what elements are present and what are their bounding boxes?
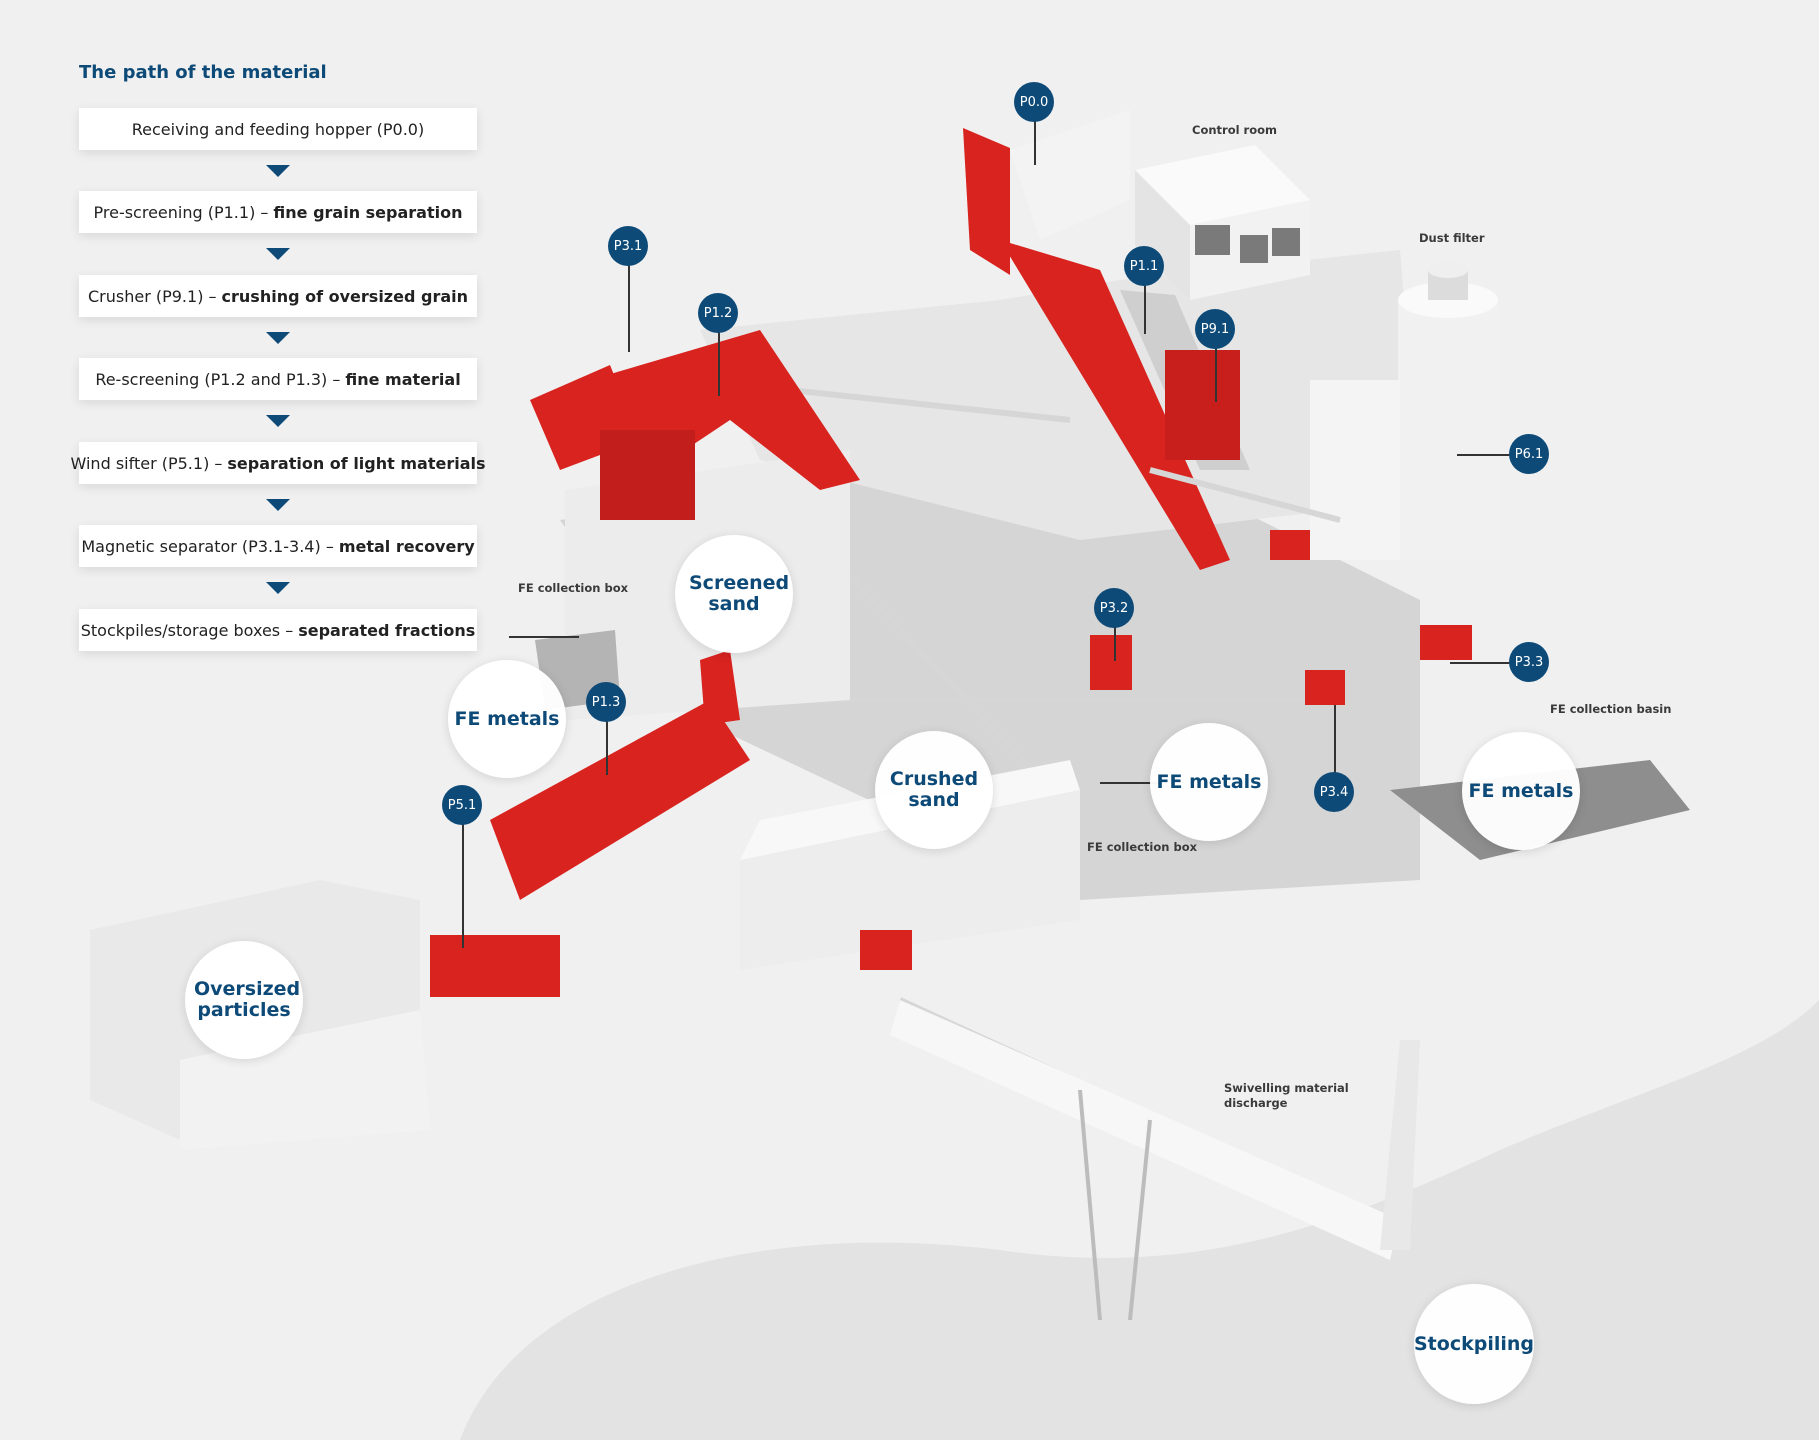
badge-p34[interactable]: P3.4 xyxy=(1314,772,1354,812)
flow-arrow-icon xyxy=(266,499,290,511)
label-control-room: Control room xyxy=(1192,123,1277,137)
step-emphasis: separated fractions xyxy=(298,620,476,640)
step-emphasis: fine grain separation xyxy=(273,202,463,222)
output-oversized-particles: Oversized particles xyxy=(185,941,303,1059)
leader-line-p61 xyxy=(1457,454,1512,456)
output-fe-metals-2: FE metals xyxy=(1150,723,1268,841)
output-label: FE metals xyxy=(454,707,560,730)
badge-p33[interactable]: P3.3 xyxy=(1509,642,1549,682)
badge-p13[interactable]: P1.3 xyxy=(586,682,626,722)
badge-p31[interactable]: P3.1 xyxy=(608,226,648,266)
output-label: FE metals xyxy=(1156,770,1262,793)
output-screened-sand: Screened sand xyxy=(675,535,793,653)
re-screening-machine-p13 xyxy=(490,650,750,900)
step-pre-screening: Pre-screening (P1.1) –fine grain separat… xyxy=(79,191,477,233)
leader-line-p31 xyxy=(628,264,630,352)
step-crusher: Crusher (P9.1) –crushing of oversized gr… xyxy=(79,275,477,317)
step-emphasis: fine material xyxy=(345,369,461,389)
badge-p61[interactable]: P6.1 xyxy=(1509,434,1549,474)
flow-arrow-icon xyxy=(266,332,290,344)
label-fe-collection-basin: FE collection basin xyxy=(1550,702,1672,716)
leader-line-fe-metals-1 xyxy=(509,636,579,638)
flow-arrow-icon xyxy=(266,248,290,260)
output-label: Crushed sand xyxy=(889,768,979,811)
leader-line-p32 xyxy=(1114,626,1116,661)
output-label: FE metals xyxy=(1468,779,1574,802)
badge-p12[interactable]: P1.2 xyxy=(698,293,738,333)
label-fe-collection-box-2: FE collection box xyxy=(1087,840,1198,854)
leader-line-p13 xyxy=(606,720,608,775)
step-text: Wind sifter (P5.1) – xyxy=(70,453,223,473)
flow-arrow-icon xyxy=(266,415,290,427)
badge-p00[interactable]: P0.0 xyxy=(1014,82,1054,122)
control-room xyxy=(1135,145,1310,300)
wind-sifter-p51 xyxy=(430,935,560,997)
magnetic-separators xyxy=(860,530,1472,970)
step-text: Crusher (P9.1) – xyxy=(87,286,217,306)
leader-line-fe-metals-2 xyxy=(1100,782,1160,784)
step-emphasis: metal recovery xyxy=(338,536,475,556)
step-magnetic-separator: Magnetic separator (P3.1-3.4) –metal rec… xyxy=(79,525,477,567)
step-emphasis: crushing of oversized grain xyxy=(221,286,469,306)
leader-line-p91 xyxy=(1215,347,1217,402)
output-label: Screened sand xyxy=(689,572,790,615)
flow-arrow-icon xyxy=(266,582,290,594)
step-receiving-hopper: Receiving and feeding hopper (P0.0) xyxy=(79,108,477,150)
label-dust-filter: Dust filter xyxy=(1419,231,1485,245)
leader-line-p12 xyxy=(718,331,720,396)
label-fe-collection-box-1: FE collection box xyxy=(518,581,629,595)
step-text: Stockpiles/storage boxes – xyxy=(80,620,294,640)
re-screening-machine-p12 xyxy=(530,330,860,520)
label-swivelling-discharge: Swivelling material discharge xyxy=(1224,1081,1349,1110)
output-fe-metals-1: FE metals xyxy=(448,660,566,778)
dust-filter xyxy=(1310,262,1498,560)
feed-hopper-and-conveyor xyxy=(963,110,1250,570)
step-text: Magnetic separator (P3.1-3.4) – xyxy=(81,536,334,556)
output-stockpiling: Stockpiling xyxy=(1414,1284,1534,1404)
output-label: Stockpiling xyxy=(1414,1332,1534,1355)
leader-line-p51 xyxy=(462,823,464,948)
badge-p32[interactable]: P3.2 xyxy=(1094,588,1134,628)
step-text: Receiving and feeding hopper (P0.0) xyxy=(131,119,425,139)
output-label: Oversized particles xyxy=(194,978,301,1021)
leader-line-p00 xyxy=(1034,120,1036,165)
step-wind-sifter: Wind sifter (P5.1) –separation of light … xyxy=(71,442,486,484)
step-stockpiles: Stockpiles/storage boxes –separated frac… xyxy=(79,609,477,651)
step-text: Pre-screening (P1.1) – xyxy=(93,202,269,222)
path-title: The path of the material xyxy=(79,62,327,83)
badge-p11[interactable]: P1.1 xyxy=(1124,246,1164,286)
leader-line-p34 xyxy=(1334,705,1336,773)
badge-p91[interactable]: P9.1 xyxy=(1195,309,1235,349)
badge-p51[interactable]: P5.1 xyxy=(442,785,482,825)
flow-arrow-icon xyxy=(266,165,290,177)
leader-line-p11 xyxy=(1144,284,1146,334)
step-re-screening: Re-screening (P1.2 and P1.3) –fine mater… xyxy=(79,358,477,400)
output-fe-metals-3: FE metals xyxy=(1462,732,1580,850)
swivelling-conveyor xyxy=(890,1000,1420,1321)
output-crushed-sand: Crushed sand xyxy=(875,731,993,849)
step-emphasis: separation of light materials xyxy=(227,453,486,473)
step-text: Re-screening (P1.2 and P1.3) – xyxy=(95,369,341,389)
leader-line-p33 xyxy=(1450,662,1512,664)
